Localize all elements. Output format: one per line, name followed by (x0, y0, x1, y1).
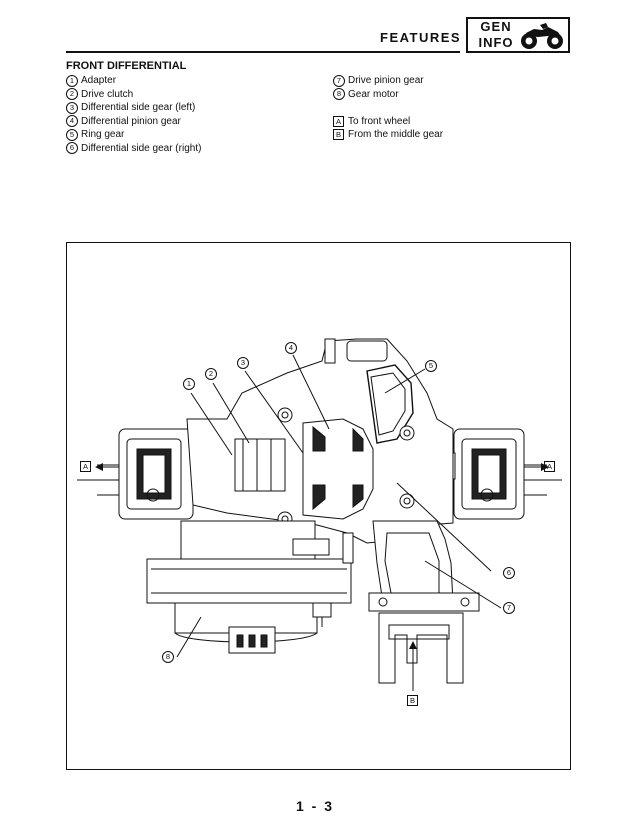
legend-item: A To front wheel (333, 115, 443, 129)
legend-label: Differential side gear (left) (81, 102, 196, 113)
arrow-label-bottom: B (407, 695, 418, 706)
atv-icon (521, 23, 563, 49)
page-number: 1 - 3 (296, 798, 335, 814)
gen-info-badge: GEN INFO (466, 17, 570, 53)
callout-1: 1 (183, 378, 195, 390)
callout-number: 5 (66, 128, 78, 141)
callout-number: 6 (66, 142, 78, 155)
differential-drawing (77, 338, 562, 691)
legend-label: Drive clutch (81, 88, 134, 100)
callout-8: 8 (162, 651, 174, 663)
badge-line-1: GEN (480, 19, 512, 34)
legend-label: Differential side gear (right) (81, 142, 202, 154)
callout-5: 5 (425, 360, 437, 372)
differential-diagram: 1 2 3 4 5 6 7 8 A A B (66, 242, 571, 770)
callout-number: 2 (66, 88, 78, 101)
arrow-label-left: A (80, 461, 91, 472)
legend-label: Adapter (81, 75, 117, 86)
header-rule (66, 51, 460, 53)
callout-4: 4 (285, 342, 297, 354)
callout-number: 1 (66, 74, 78, 87)
section-title: FRONT DIFFERENTIAL (66, 60, 187, 72)
badge-line-2: INFO (478, 35, 514, 50)
header-title: FEATURES (380, 30, 462, 45)
callout-3: 3 (237, 357, 249, 369)
letter-box: A (333, 115, 344, 127)
callout-6: 6 (503, 567, 515, 579)
callout-2: 2 (205, 368, 217, 380)
legend-label: From the middle gear (348, 129, 444, 140)
callout-number: 4 (66, 115, 78, 128)
callout-number: 3 (66, 101, 78, 114)
arrow-label-right: A (544, 461, 555, 472)
letter-box: B (333, 129, 344, 141)
legend-label: To front wheel (348, 115, 411, 127)
callout-number: 7 (333, 74, 345, 87)
legend-label: Ring gear (81, 129, 125, 140)
callout-number: 8 (333, 88, 345, 101)
legend-item: B From the middle gear (333, 128, 443, 142)
legend-label: Gear motor (348, 88, 399, 100)
callout-7: 7 (503, 602, 515, 614)
legend-label: Differential pinion gear (81, 115, 181, 127)
legend-label: Drive pinion gear (348, 75, 424, 86)
